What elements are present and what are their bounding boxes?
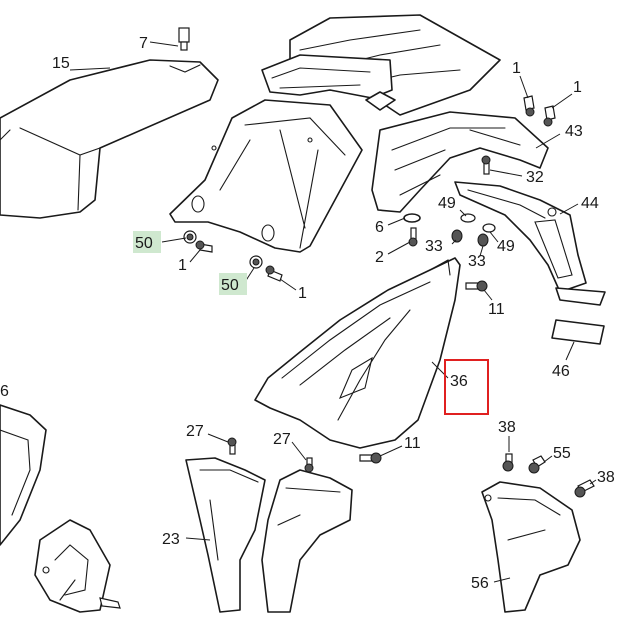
callout-50-a[interactable]: 50 xyxy=(135,235,153,252)
bolt-2[interactable] xyxy=(408,227,418,247)
callout-36[interactable]: 36 xyxy=(450,373,468,390)
washer-49-b[interactable] xyxy=(482,223,496,233)
bolt-1-b[interactable] xyxy=(265,265,283,282)
selected-callout-box xyxy=(444,359,489,415)
callout-38-b[interactable]: 38 xyxy=(597,469,615,486)
callout-46[interactable]: 46 xyxy=(552,363,570,380)
callout-27-b[interactable]: 27 xyxy=(273,431,291,448)
bolt-38-b[interactable] xyxy=(574,479,595,498)
leader-lines xyxy=(69,41,597,583)
side-cover[interactable] xyxy=(254,257,461,449)
callout-33-b[interactable]: 33 xyxy=(468,253,486,270)
callout-56[interactable]: 56 xyxy=(471,575,489,592)
mudguard[interactable] xyxy=(481,481,581,613)
callout-50-highlight-b xyxy=(219,273,247,295)
seat[interactable] xyxy=(0,59,219,219)
rear-fender-assembly[interactable] xyxy=(261,14,501,116)
callout-44[interactable]: 44 xyxy=(581,195,599,212)
callout-49-b[interactable]: 49 xyxy=(497,238,515,255)
reflector[interactable] xyxy=(551,319,605,345)
callout-7[interactable]: 7 xyxy=(139,35,148,52)
callout-11-a[interactable]: 11 xyxy=(488,301,505,318)
nut-33-b[interactable] xyxy=(477,233,489,247)
callout-1-top-a[interactable]: 1 xyxy=(512,60,521,77)
nut-33-a[interactable] xyxy=(451,229,463,243)
airbox-side-panel[interactable] xyxy=(261,469,353,613)
callout-2[interactable]: 2 xyxy=(375,249,384,266)
callout-49-a[interactable]: 49 xyxy=(438,195,456,212)
callout-1-top-b[interactable]: 1 xyxy=(573,79,582,96)
callout-32[interactable]: 32 xyxy=(526,169,544,186)
bolt-1-a[interactable] xyxy=(195,240,213,253)
bolt-1-upper-a[interactable] xyxy=(523,95,535,117)
bolt-11-b[interactable] xyxy=(359,452,382,464)
tail-light-bracket[interactable] xyxy=(371,111,549,223)
tail-center-cover[interactable] xyxy=(169,99,363,253)
bolt-27-b[interactable] xyxy=(304,457,314,473)
callout-1-b[interactable]: 1 xyxy=(298,285,307,302)
callout-27-a[interactable]: 27 xyxy=(186,423,204,440)
bolt-1-upper-b[interactable] xyxy=(543,105,556,127)
callout-labels: 7 15 1 1 43 32 44 6 49 50 1 2 33 49 33 5… xyxy=(0,35,615,592)
callout-23[interactable]: 23 xyxy=(162,531,180,548)
callout-6-left[interactable]: 6 xyxy=(0,383,9,400)
mud-flap-bracket[interactable] xyxy=(454,181,606,306)
lower-left-bracket[interactable] xyxy=(34,519,121,613)
callout-55[interactable]: 55 xyxy=(553,445,571,462)
callout-43[interactable]: 43 xyxy=(565,123,583,140)
washer-49-a[interactable] xyxy=(460,213,476,223)
callout-33-a[interactable]: 33 xyxy=(425,238,443,255)
bolt-55[interactable] xyxy=(528,455,546,474)
lower-cover[interactable] xyxy=(185,457,266,613)
callout-38-a[interactable]: 38 xyxy=(498,419,516,436)
callout-50-highlight-a xyxy=(133,231,161,253)
bolt-27-a[interactable] xyxy=(227,437,237,455)
bolt-7[interactable] xyxy=(178,27,190,51)
bolt-32[interactable] xyxy=(481,155,491,175)
grommet-50-b[interactable] xyxy=(249,255,263,269)
callout-50-b[interactable]: 50 xyxy=(221,277,239,294)
bolt-11-a[interactable] xyxy=(465,280,488,292)
callout-11-b[interactable]: 11 xyxy=(404,435,421,452)
callout-1-a[interactable]: 1 xyxy=(178,257,187,274)
callout-6[interactable]: 6 xyxy=(375,219,384,236)
left-side-panel[interactable] xyxy=(0,404,47,546)
callout-15[interactable]: 15 xyxy=(52,55,70,72)
bolt-38-a[interactable] xyxy=(502,453,514,472)
grommet-50-a[interactable] xyxy=(183,230,197,244)
